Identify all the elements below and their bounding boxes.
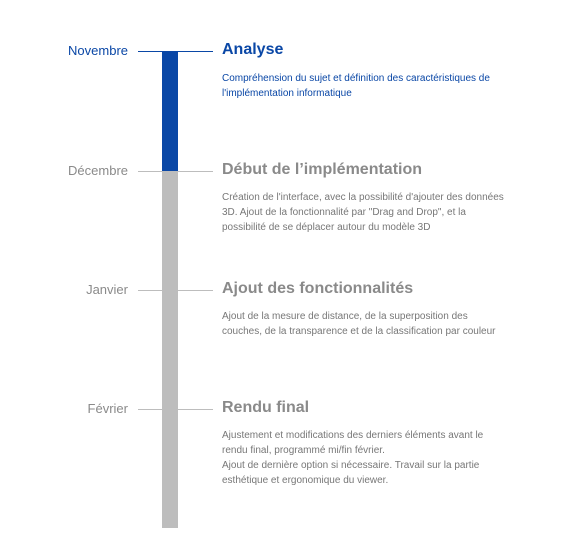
step-title-debut-implementation: Début de l’implémentation: [222, 161, 423, 178]
timeline-tick-janvier: [138, 290, 213, 291]
month-label-decembre: Décembre: [68, 163, 128, 178]
timeline-tick-novembre: [138, 51, 213, 52]
timeline-bar-remaining: [162, 171, 178, 528]
step-description-rendu-final: Ajustement et modifications des derniers…: [222, 428, 532, 488]
step-description-ajout-fonctionnalites: Ajout de la mesure de distance, de la su…: [222, 309, 532, 339]
description-line: Compréhension du sujet et définition des…: [222, 73, 490, 84]
description-line: esthétique et ergonomique du viewer.: [222, 475, 389, 486]
month-label-fevrier: Février: [87, 401, 128, 416]
step-description-debut-implementation: Création de l'interface, avec la possibi…: [222, 190, 532, 235]
description-line: couches, de la transparence et de la cla…: [222, 326, 496, 337]
timeline-bar-completed: [162, 51, 178, 171]
timeline-tick-fevrier: [138, 409, 213, 410]
step-title-rendu-final: Rendu final: [222, 399, 310, 416]
description-line: Création de l'interface, avec la possibi…: [222, 192, 504, 203]
description-line: l'implémentation informatique: [222, 88, 352, 99]
description-line: rendu final, programmé mi/fin février.: [222, 445, 385, 456]
month-label-janvier: Janvier: [86, 282, 128, 297]
step-title-analyse: Analyse: [222, 41, 284, 58]
month-label-novembre: Novembre: [68, 43, 128, 58]
description-line: Ajout de dernière option si nécessaire. …: [222, 460, 480, 471]
timeline-tick-decembre: [138, 171, 213, 172]
step-title-ajout-fonctionnalites: Ajout des fonctionnalités: [222, 280, 414, 297]
description-line: Ajout de la mesure de distance, de la su…: [222, 311, 468, 322]
description-line: Ajustement et modifications des derniers…: [222, 430, 484, 441]
description-line: 3D. Ajout de la fonctionnalité par "Drag…: [222, 207, 466, 218]
description-line: possibilité de se déplacer autour du mod…: [222, 222, 431, 233]
step-description-analyse: Compréhension du sujet et définition des…: [222, 71, 532, 101]
